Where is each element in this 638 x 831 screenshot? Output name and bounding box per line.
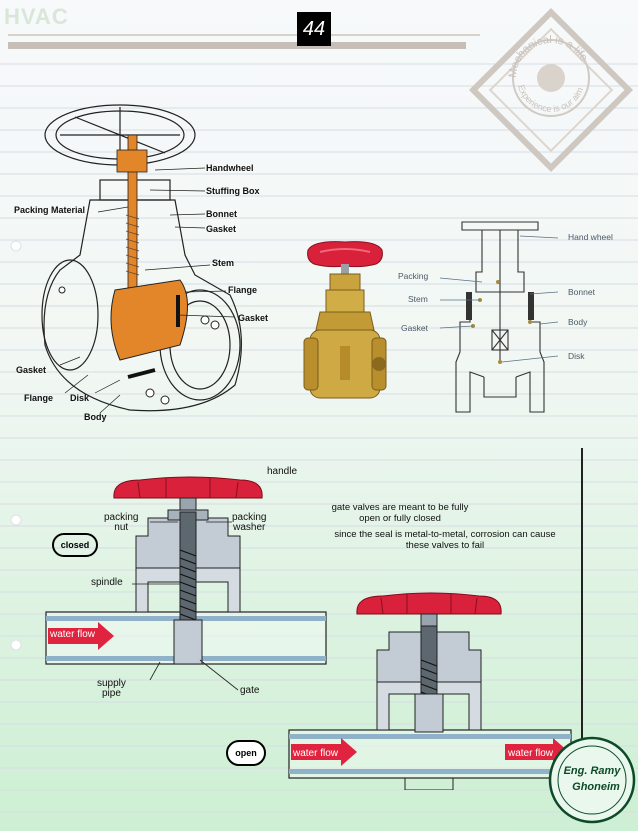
label-gasket-left: Gasket <box>16 365 47 375</box>
watermark-logo: Mechanical is a life Experience is our a… <box>468 7 634 173</box>
label-handwheel: Handwheel <box>206 163 254 173</box>
label-disk-2: Disk <box>568 351 585 361</box>
hvac-logo: HVAC <box>4 4 69 29</box>
note-metal-to-metal: since the seal is metal-to-metal, corros… <box>334 529 556 551</box>
label-flange-right: Flange <box>228 285 258 295</box>
label-body: Body <box>84 412 107 422</box>
gate-valve-section-drawing <box>440 221 559 413</box>
label-stuffing-box: Stuffing Box <box>206 186 260 196</box>
header-rule-thin <box>8 34 480 36</box>
label-bonnet-2: Bonnet <box>568 287 595 297</box>
label-stem-2: Stem <box>408 294 428 304</box>
signature-line2: Ghoneim <box>572 781 620 793</box>
signature-line1: Eng. Ramy <box>564 765 622 777</box>
divider-line <box>581 448 583 748</box>
label-hand-wheel: Hand wheel <box>568 232 613 242</box>
label-spindle: spindle <box>91 577 123 588</box>
signature-logo: Eng. Ramy Ghoneim <box>548 736 636 824</box>
label-flange-left: Flange <box>24 393 54 403</box>
label-water-flow-2: water flow <box>293 748 339 759</box>
label-water-flow: water flow <box>50 629 96 640</box>
label-supply-pipe: supply pipe <box>97 678 126 699</box>
label-gasket-top: Gasket <box>206 224 237 234</box>
open-badge: open <box>226 740 266 766</box>
label-water-flow-3: water flow <box>508 748 554 759</box>
open-valve-drawing <box>288 592 572 790</box>
cutaway-valve-drawing <box>41 104 242 414</box>
label-disk: Disk <box>70 393 90 403</box>
label-gasket-right: Gasket <box>238 313 269 323</box>
label-bonnet: Bonnet <box>206 209 237 219</box>
label-packing: Packing <box>398 271 429 281</box>
label-packing-washer: packing washer <box>232 512 267 533</box>
closed-valve-drawing <box>45 476 327 691</box>
label-packing-material: Packing Material <box>14 205 86 215</box>
label-stem: Stem <box>212 258 235 268</box>
label-gate: gate <box>240 685 260 696</box>
header-rule <box>8 42 466 49</box>
closed-badge: closed <box>52 533 98 557</box>
label-gasket-2: Gasket <box>401 323 428 333</box>
brass-valve-illustration <box>303 241 387 399</box>
page-number: 44 <box>297 12 331 46</box>
label-handle: handle <box>267 466 298 477</box>
label-packing-nut: packing nut <box>104 512 139 533</box>
label-body-2: Body <box>568 317 588 327</box>
note-fully-open-closed: gate valves are meant to be fully open o… <box>331 502 469 524</box>
